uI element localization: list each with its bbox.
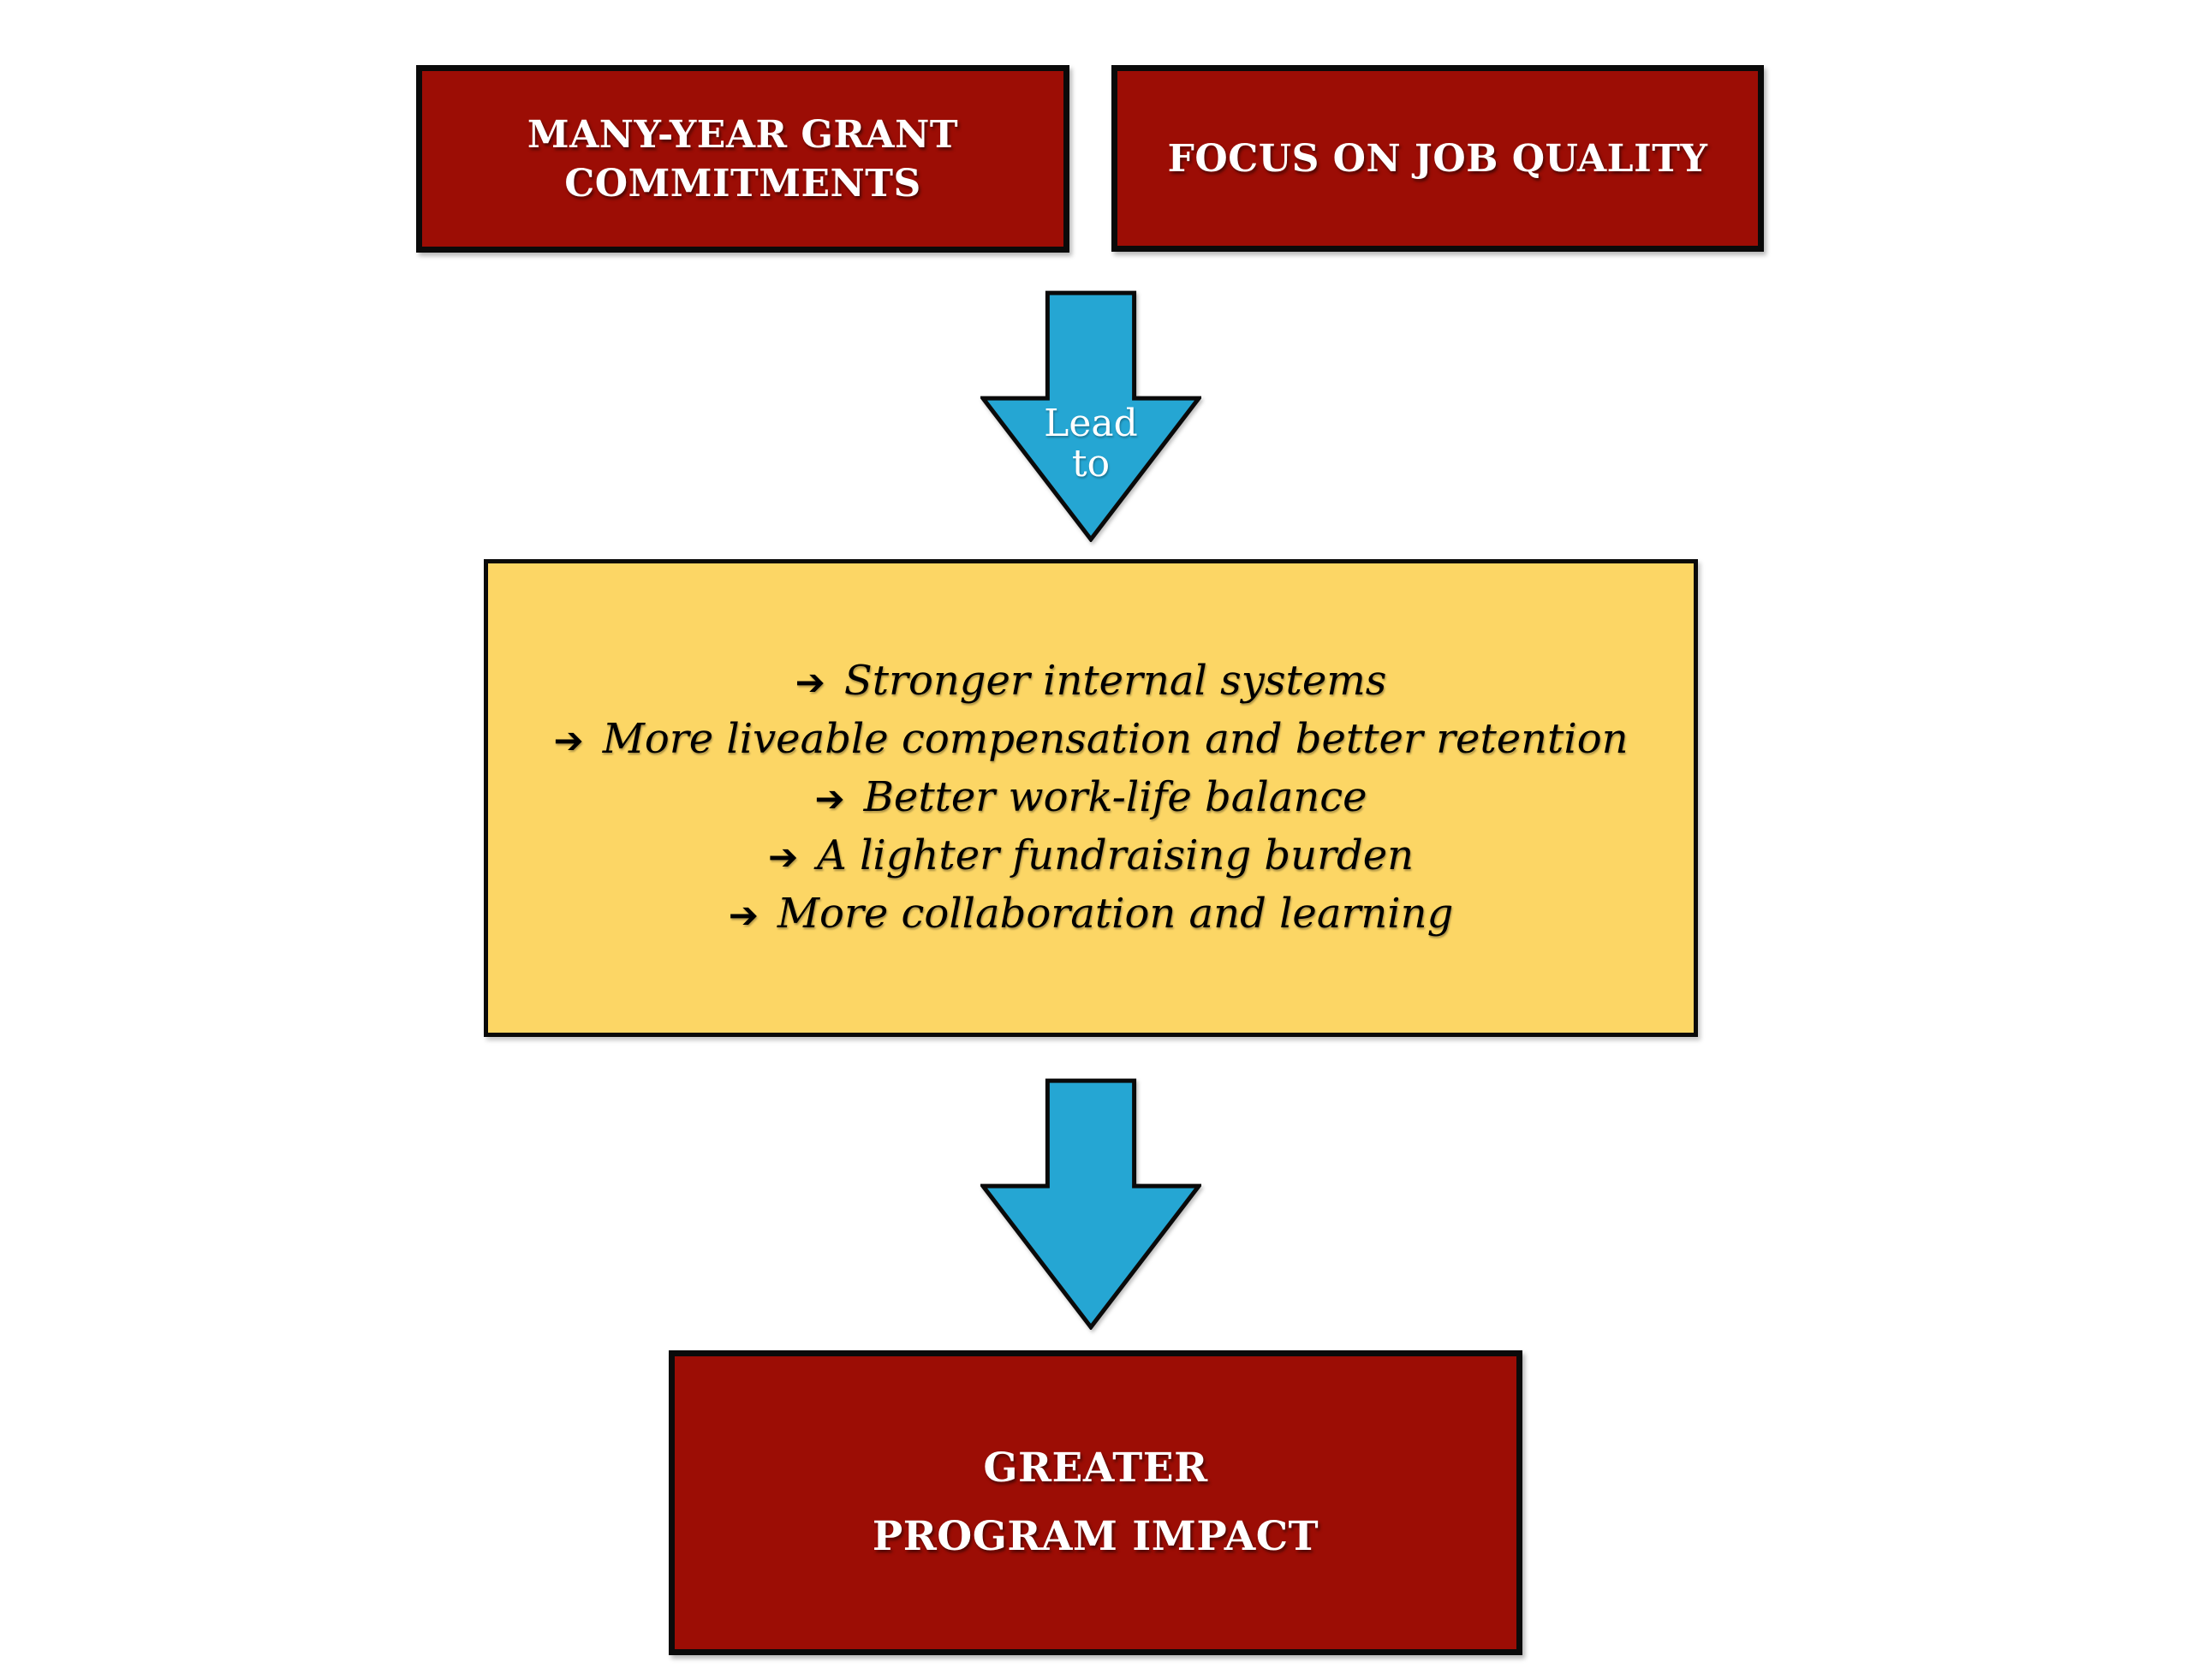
box-greater-program-impact: GREATER PROGRAM IMPACT (669, 1350, 1522, 1655)
outcome-item: ➔ Stronger internal systems (554, 652, 1629, 711)
arrow-lead-to: Lead to (980, 290, 1201, 542)
outcome-item-text: More liveable compensation and better re… (602, 715, 1629, 763)
outcome-item-text: More collaboration and learning (777, 890, 1454, 938)
lead-to-label: Lead to (980, 403, 1201, 484)
grant-box-line2: COMMITMENTS (564, 161, 921, 206)
arrow-to-impact (980, 1078, 1201, 1330)
box-outcomes: ➔ Stronger internal systems ➔ More liveabl… (484, 559, 1698, 1037)
down-arrow-icon (980, 290, 1201, 542)
outcome-item: ➔ A lighter fundraising burden (554, 827, 1629, 885)
outcome-item-text: A lighter fundraising burden (817, 831, 1415, 879)
arrow-bullet-icon: ➔ (795, 661, 825, 703)
outcome-item-text: Better work-life balance (863, 773, 1367, 821)
arrow-bullet-icon: ➔ (814, 777, 845, 819)
impact-box-line2: PROGRAM IMPACT (872, 1513, 1319, 1560)
impact-box-line1: GREATER (983, 1445, 1208, 1492)
lead-to-label-line1: Lead (1044, 402, 1138, 445)
outcome-item: ➔ More collaboration and learning (554, 885, 1629, 944)
box-many-year-grant-commitments: MANY-YEAR GRANT COMMITMENTS (416, 65, 1069, 253)
arrow-bullet-icon: ➔ (728, 894, 759, 936)
arrow-bullet-icon: ➔ (553, 719, 584, 761)
box-focus-on-job-quality: FOCUS ON JOB QUALITY (1111, 65, 1764, 252)
quality-box-label: FOCUS ON JOB QUALITY (1167, 136, 1708, 181)
arrow-bullet-icon: ➔ (767, 836, 799, 878)
outcome-item: ➔ Better work-life balance (554, 769, 1629, 827)
outcome-item: ➔ More liveable compensation and better r… (554, 711, 1629, 769)
lead-to-label-line2: to (1071, 442, 1111, 486)
down-arrow-icon (980, 1078, 1201, 1330)
outcomes-list: ➔ Stronger internal systems ➔ More liveabl… (554, 652, 1629, 944)
grant-box-line1: MANY-YEAR GRANT (527, 112, 959, 157)
outcome-item-text: Stronger internal systems (843, 657, 1387, 705)
